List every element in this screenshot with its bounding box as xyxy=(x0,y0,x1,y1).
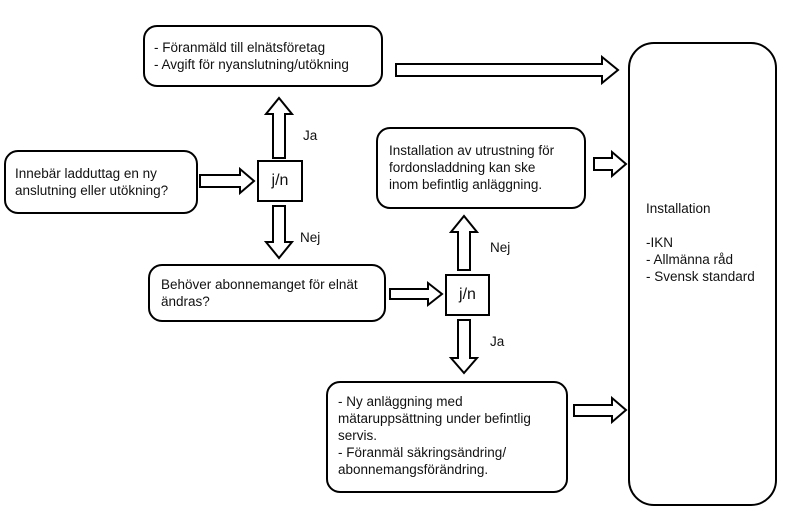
prereg-line-1: - Föranmäld till elnätsföretag xyxy=(154,40,326,55)
box-installation: Installation -IKN - Allmänna råd - Svens… xyxy=(628,42,777,506)
box-question-new-connection: Innebär ladduttag en ny anslutning eller… xyxy=(4,150,198,214)
question1-line-2: anslutning eller utökning? xyxy=(15,183,169,198)
newplant-line-5: abonnemangsförändring. xyxy=(338,462,489,477)
box-preregistration: - Föranmäld till elnätsföretag - Avgift … xyxy=(143,25,383,87)
arrow-question1-to-decision1 xyxy=(199,166,256,196)
box-new-installation: - Ny anläggning med mätaruppsättning und… xyxy=(326,381,568,493)
existing-line-1: Installation av utrustning för xyxy=(389,143,555,158)
decision-node-2: j/n xyxy=(445,274,490,316)
existing-line-2: fordonsladdning kan ske xyxy=(389,160,536,175)
arrow-existing-to-installation xyxy=(593,149,628,179)
installation-spacer xyxy=(646,217,775,234)
newplant-line-3: servis. xyxy=(338,428,378,443)
installation-item-general-advice: - Allmänna råd xyxy=(646,252,734,267)
decision-node-1: j/n xyxy=(257,160,303,202)
label-decision2-yes: Ja xyxy=(490,334,505,349)
installation-item-ikn: -IKN xyxy=(646,235,673,250)
arrow-decision1-up xyxy=(263,96,295,159)
label-decision1-no: Nej xyxy=(300,230,321,245)
newplant-line-1: - Ny anläggning med xyxy=(338,394,463,409)
question2-line-2: ändras? xyxy=(161,294,210,309)
arrow-decision1-down xyxy=(263,205,295,260)
arrow-prereg-to-installation xyxy=(395,54,620,86)
newplant-line-2: mätaruppsättning under befintlig xyxy=(338,411,531,426)
arrow-decision2-down xyxy=(448,319,480,375)
label-decision2-no: Nej xyxy=(490,240,511,255)
question1-line-1: Innebär ladduttag en ny xyxy=(15,166,157,181)
newplant-line-4: - Föranmäl säkringsändring/ xyxy=(338,445,507,460)
box-question-subscription: Behöver abonnemanget för elnät ändras? xyxy=(148,264,386,322)
box-existing-installation: Installation av utrustning för fordonsla… xyxy=(376,127,586,209)
label-decision1-yes: Ja xyxy=(303,128,318,143)
existing-line-3: inom befintlig anläggning. xyxy=(389,177,543,192)
installation-item-swedish-standard: - Svensk standard xyxy=(646,269,755,284)
arrow-question2-to-decision2 xyxy=(389,280,444,308)
question2-line-1: Behöver abonnemanget för elnät xyxy=(161,277,358,292)
prereg-line-2: - Avgift för nyanslutning/utökning xyxy=(154,57,349,72)
installation-title: Installation xyxy=(646,201,711,216)
arrow-decision2-up xyxy=(448,214,480,271)
arrow-newplant-to-installation xyxy=(573,395,628,425)
